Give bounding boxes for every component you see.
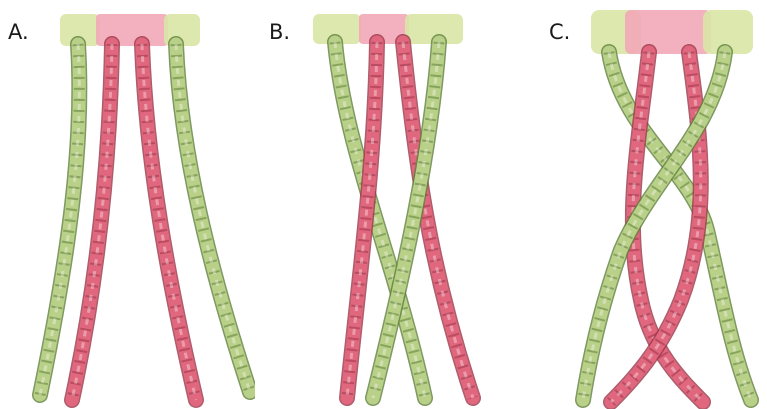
panel-c-top-block-center (625, 10, 711, 54)
panel-a-strand-1-group (40, 44, 79, 395)
panel-c-illustration (511, 0, 767, 409)
panel-a-illustration (0, 0, 255, 409)
panel-b-strand-2-group (347, 42, 377, 398)
panel-b: B. (255, 0, 511, 409)
panel-a-strand-1 (40, 44, 79, 395)
panel-c: C. (511, 0, 767, 409)
panel-b-illustration (255, 0, 511, 409)
panel-a: A. (0, 0, 255, 409)
